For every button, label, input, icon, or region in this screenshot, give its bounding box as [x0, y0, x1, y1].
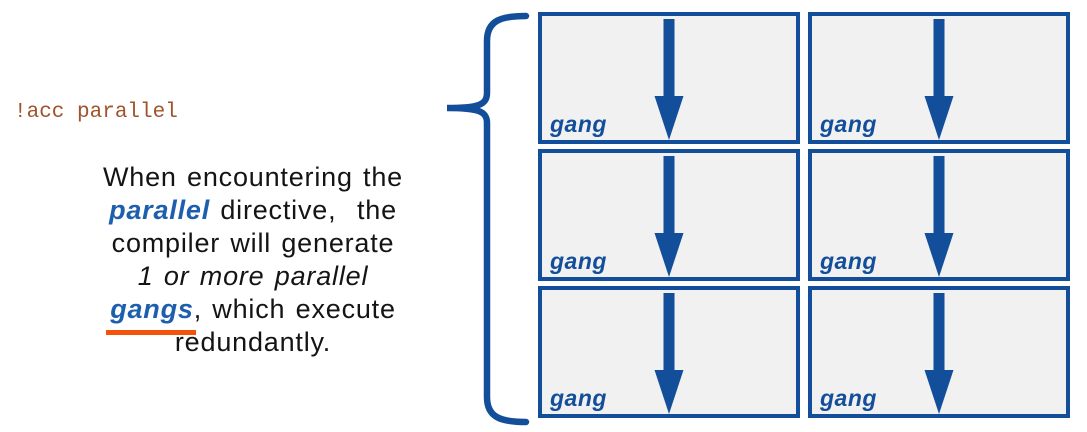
line1-text: When encountering the	[103, 162, 403, 192]
gang-label: gang	[550, 111, 607, 137]
down-arrow-icon	[654, 293, 684, 414]
down-arrow-icon	[924, 293, 954, 414]
description-line-4: 1 or more parallel	[43, 260, 463, 293]
gang-box: gang	[538, 149, 800, 281]
gang-box: gang	[538, 12, 800, 144]
gang-label: gang	[820, 111, 877, 137]
line3-text: compiler will generate	[111, 228, 395, 258]
gang-label: gang	[820, 385, 877, 411]
down-arrow-icon	[924, 19, 954, 140]
gang-label: gang	[820, 248, 877, 274]
gang-label: gang	[550, 248, 607, 274]
parallel-keyword: parallel	[109, 195, 211, 225]
gang-grid: gang gang gang gang gang	[538, 12, 1070, 418]
description-line-2: parallel directive, the	[43, 194, 463, 227]
description-text: When encountering the parallel directive…	[43, 161, 463, 359]
description-line-5: gangs, which execute	[43, 293, 463, 335]
code-directive-label: !acc parallel	[14, 101, 178, 124]
gang-box: gang	[808, 149, 1070, 281]
gang-box: gang	[538, 286, 800, 418]
description-line-6: redundantly.	[43, 326, 463, 359]
line4-text: 1 or more parallel	[137, 261, 369, 291]
down-arrow-icon	[654, 19, 684, 140]
description-line-3: compiler will generate	[43, 227, 463, 260]
gang-label: gang	[550, 385, 607, 411]
line5-text: , which execute	[193, 294, 396, 324]
down-arrow-icon	[924, 156, 954, 277]
line6-text: redundantly.	[174, 327, 332, 357]
description-line-1: When encountering the	[43, 161, 463, 194]
line2-text: directive, the	[210, 195, 397, 225]
left-curly-brace-icon	[446, 12, 530, 426]
down-arrow-icon	[654, 156, 684, 277]
gangs-keyword: gangs	[106, 294, 196, 335]
gang-box: gang	[808, 12, 1070, 144]
gang-box: gang	[808, 286, 1070, 418]
